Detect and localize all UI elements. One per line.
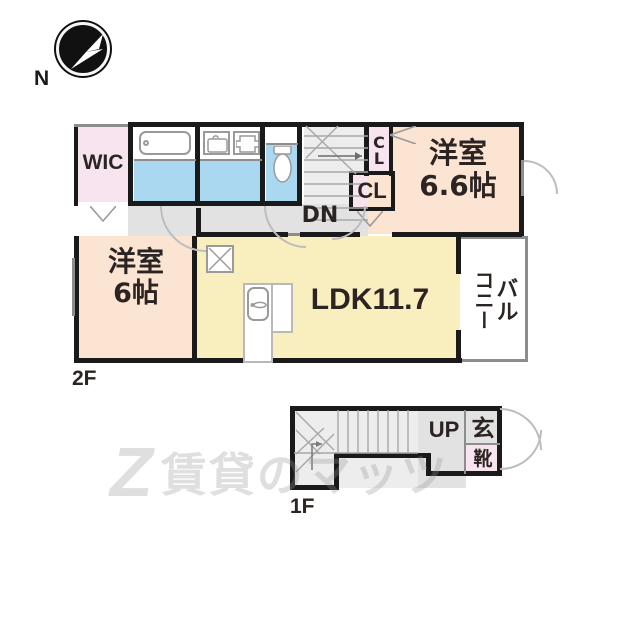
wall-right-balcony [525, 236, 528, 362]
label-bedroom-6-name: 洋室 [107, 244, 164, 278]
room-washroom [200, 160, 262, 204]
label-wic: WIC [82, 150, 124, 174]
wall-balcony-bottom [460, 359, 528, 362]
wall-1f-left [290, 406, 295, 490]
wall-cl-small-left [364, 124, 369, 176]
wall-toilet-right [297, 122, 302, 206]
window-left-bedroom6 [72, 258, 75, 316]
compass-north-icon [56, 22, 110, 76]
wall-washroom-counter-line [200, 159, 262, 161]
wall-bedroom6-right [192, 236, 197, 363]
watermark: Z 賃貸のマッツ [110, 432, 580, 512]
label-cl-small: C L [368, 128, 390, 174]
wall-washroom-right [260, 122, 265, 206]
first-floor-plan: UP 玄 靴 1F [0, 390, 640, 530]
floor-label-1f: 1F [290, 495, 315, 518]
wall-wet-bottom [128, 201, 302, 206]
bathtub-drain-icon [143, 140, 149, 146]
wall-bedroom66-bottom [392, 232, 522, 237]
room-wic [76, 126, 128, 202]
compass-label: N [34, 67, 50, 90]
washing-machine-icon [233, 131, 260, 155]
room-shoebox [466, 444, 500, 474]
room-bedroom-66 [392, 126, 522, 234]
wall-1f-top [290, 406, 502, 411]
watermark-logo: Z [110, 433, 155, 511]
watermark-text: 賃貸のマッツ [160, 448, 449, 502]
label-bedroom-66: 洋室 6.6帖 [402, 136, 514, 202]
door-wic-swing [89, 205, 117, 223]
label-bedroom-6: 洋室 6帖 [82, 244, 190, 310]
wall-ldk-right [456, 234, 461, 274]
wall-bath-counter-line [134, 159, 196, 161]
wall-1f-step-across [334, 453, 430, 458]
wall-top-left-stub [74, 126, 78, 206]
label-bedroom-66-size: 6.6帖 [419, 168, 497, 202]
label-stairs-up: UP [428, 417, 460, 442]
wall-hall-bottom-2 [300, 232, 360, 237]
wall-1f-right [497, 406, 502, 476]
closet-cl-small [368, 126, 390, 174]
room-entrance-right [466, 410, 500, 444]
wall-cl-small-right [389, 124, 393, 176]
wall-hall-bottom [196, 232, 288, 237]
room-bath [134, 160, 196, 204]
wall-left-outer [74, 236, 79, 363]
label-balcony: バル コニー [462, 258, 526, 342]
toilet-icon [272, 146, 293, 186]
label-cl-small-l: L [373, 149, 385, 168]
door-cl-small-swing [387, 125, 417, 145]
wall-wic-right [128, 122, 133, 206]
wall-ldk-right-lower [456, 330, 461, 362]
wall-1f-bottom-left [290, 485, 338, 490]
room-toilet-tank [266, 126, 298, 144]
wall-1f-shoebox-top [466, 443, 500, 445]
label-bedroom-66-name: 洋室 [428, 135, 487, 170]
room-stairs-1f [292, 410, 418, 488]
label-shoebox: 靴 [473, 447, 493, 470]
kitchen-sink-icon [247, 287, 269, 321]
wall-wic-top [74, 124, 130, 127]
wall-1f-entrance-div [464, 410, 466, 474]
label-entrance: 玄 [471, 415, 495, 442]
ldk-fixture-icon [206, 245, 234, 273]
door-bedroom66-outer-swing [524, 160, 558, 194]
room-bedroom-6 [78, 236, 196, 360]
room-balcony [460, 236, 528, 360]
label-stairs-dn: DN [301, 203, 339, 228]
label-bedroom-6-size: 6帖 [113, 277, 159, 309]
label-balcony-col-right: バル [492, 277, 518, 323]
floor-label-2f: 2F [72, 367, 97, 390]
wall-bath-right [195, 122, 200, 206]
second-floor-plan: WIC DN C L CL 洋室 6.6帖 洋室 6帖 LDK11.7 バル コ… [72, 122, 558, 390]
wall-top-right [392, 122, 524, 127]
wall-1f-step-up [334, 453, 339, 490]
label-cl-small-c: C [373, 132, 385, 152]
door-bedroom66-outer-frame [521, 160, 524, 196]
stairs-1f-treads [294, 410, 418, 488]
wall-toilet-tank-line [266, 143, 298, 145]
wall-cl-main-box [349, 171, 395, 211]
washbasin-icon [203, 131, 230, 155]
label-cl-main: CL [357, 178, 387, 203]
room-ldk [196, 236, 460, 360]
label-ldk: LDK11.7 [310, 283, 430, 316]
wall-balcony-top [460, 236, 528, 239]
label-balcony-col-left: コニー [470, 270, 495, 330]
compass: N [34, 22, 120, 94]
kitchen-counter-side [271, 283, 293, 333]
wall-1f-step-down [426, 453, 431, 475]
